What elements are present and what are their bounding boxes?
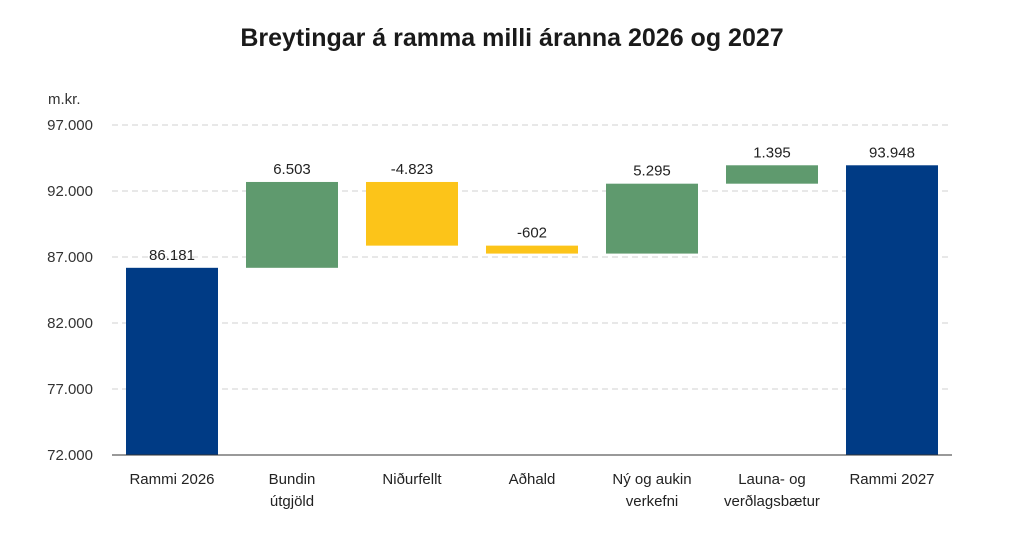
y-tick-label: 77.000 [47,381,93,398]
bar-decrease [366,181,458,246]
category-label: verkefni [626,493,679,510]
bars-layer [126,165,938,455]
bar-total [846,165,938,455]
category-label: Rammi 2027 [849,471,934,488]
data-label: -4.823 [391,161,434,178]
data-label: -602 [517,225,547,242]
bar-decrease [486,245,578,254]
category-labels-layer: Rammi 2026 Bundin útgjöld Niðurfellt Aðhald N… [129,471,934,510]
data-label: 1.395 [753,144,791,161]
bar-increase [726,165,818,184]
y-axis-ticks: 72.000 77.000 82.000 87.000 92.000 97.000 [47,117,93,464]
category-label: verðlagsbætur [724,493,820,510]
category-label: Niðurfellt [382,471,442,488]
y-tick-label: 97.000 [47,117,93,134]
category-label: útgjöld [270,493,314,510]
bar-total [126,267,218,455]
category-label: Launa- og [738,471,806,488]
y-tick-label: 92.000 [47,183,93,200]
y-tick-label: 82.000 [47,315,93,332]
bar-increase [606,183,698,254]
data-labels-layer: 86.181 6.503 -4.823 -602 5.295 1.395 93.948 [149,144,915,264]
bar-increase [246,181,338,268]
category-label: Aðhald [509,471,556,488]
data-label: 93.948 [869,144,915,161]
data-label: 86.181 [149,247,195,264]
data-label: 6.503 [273,161,311,178]
category-label: Ný og aukin [612,471,691,488]
data-label: 5.295 [633,163,671,180]
grid-layer [112,124,952,390]
chart-title: Breytingar á ramma milli áranna 2026 og … [240,24,784,52]
category-label: Bundin [269,471,316,488]
y-tick-label: 72.000 [47,447,93,464]
category-label: Rammi 2026 [129,471,214,488]
y-axis-label: m.kr. [48,91,81,108]
y-tick-label: 87.000 [47,249,93,266]
